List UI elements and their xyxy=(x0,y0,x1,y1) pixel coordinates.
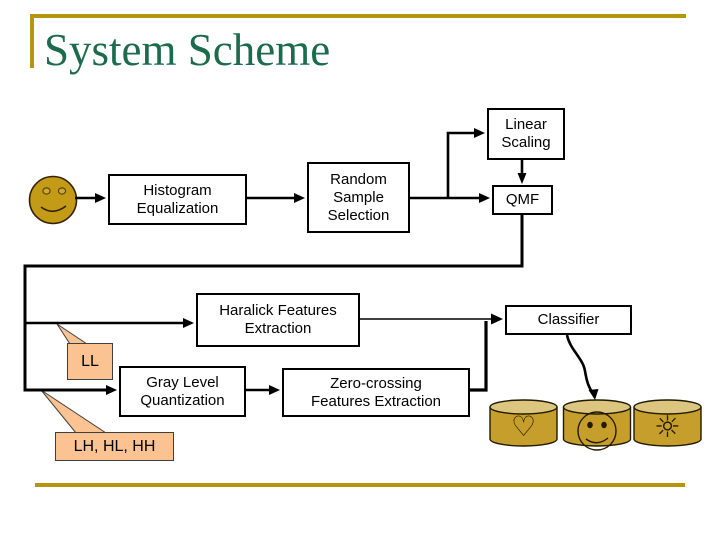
database-cylinder-sun xyxy=(633,399,702,447)
node-label-line: Haralick Features xyxy=(219,302,337,319)
node-label-line: Extraction xyxy=(244,320,312,337)
node-label: QMF xyxy=(505,191,540,208)
node-qmf: QMF xyxy=(492,185,553,215)
connector-qmf-feedback-loop xyxy=(23,215,524,392)
database-cylinder-heart xyxy=(489,399,558,447)
smiley-icon xyxy=(577,411,617,451)
smiley-face-icon xyxy=(28,175,78,225)
callout-label: LH, HL, HH xyxy=(73,437,156,455)
database-cylinder-smiley xyxy=(562,399,632,447)
heart-icon: ♡ xyxy=(510,410,537,443)
page-title: System Scheme xyxy=(44,25,331,75)
node-label-line: Selection xyxy=(327,206,390,224)
node-label-line: Gray Level xyxy=(146,373,219,391)
node-label-line: Quantization xyxy=(140,391,225,409)
arrowheads xyxy=(95,128,599,400)
connector-branch-to-linear-scaling xyxy=(446,131,477,198)
callout-lh-hl-hh-tail xyxy=(40,389,108,434)
top-accent-line xyxy=(30,14,686,18)
node-label-line: Features Extraction xyxy=(310,392,442,410)
node-label: Classifier xyxy=(537,311,600,328)
callout-label: LL xyxy=(81,352,99,370)
node-label-line: Random xyxy=(330,170,387,188)
bottom-accent-line xyxy=(35,483,685,487)
node-label-line: Scaling xyxy=(501,134,551,151)
connector-classifier-to-database xyxy=(565,334,595,394)
node-label-line: Linear xyxy=(505,116,547,133)
connector-zero-to-classifier xyxy=(470,321,488,392)
callout-ll: LL xyxy=(67,343,113,380)
node-label-line: Histogram xyxy=(143,181,212,199)
node-classifier: Classifier xyxy=(505,305,632,335)
callout-lh-hl-hh: LH, HL, HH xyxy=(55,432,174,461)
node-label-line: Sample xyxy=(333,188,384,206)
sun-icon: ☼ xyxy=(654,410,681,445)
node-label-line: Zero-crossing xyxy=(330,374,422,392)
title-accent-tick xyxy=(30,14,34,68)
node-label-line: Equalization xyxy=(136,199,219,217)
callout-ll-tail xyxy=(56,323,89,345)
